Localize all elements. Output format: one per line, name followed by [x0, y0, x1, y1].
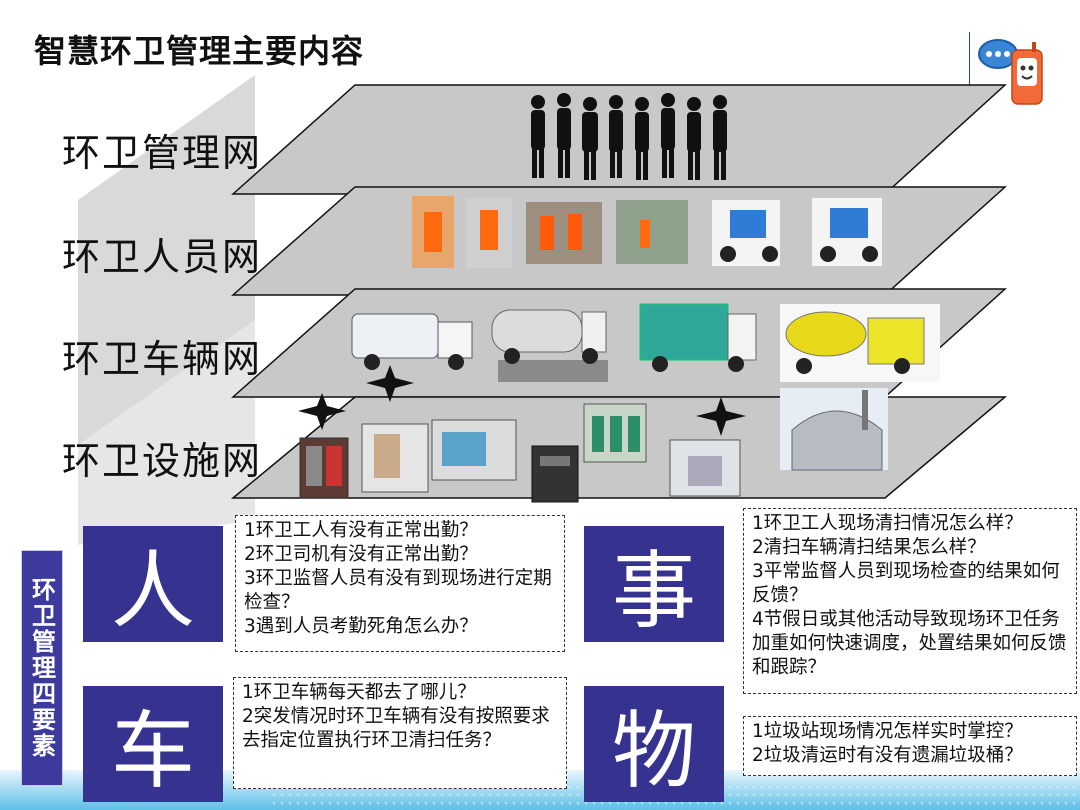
element-char-objects: 物: [612, 684, 696, 805]
element-char-events: 事: [612, 524, 696, 645]
side-label: 环卫管理四要素: [25, 577, 60, 759]
question-item: 1垃圾站现场情况怎样实时掌控？: [752, 720, 1068, 744]
question-item: 2环卫司机有没有正常出勤？: [244, 543, 556, 567]
question-item: 1环卫车辆每天都去了哪儿？: [242, 681, 558, 705]
question-item: 3环卫监督人员有没有到现场进行定期检查？: [244, 567, 556, 615]
questions-vehicles: 1环卫车辆每天都去了哪儿？ 2突发情况时环卫车辆有没有按照要求去指定位置执行环卫…: [233, 677, 567, 789]
element-char-people: 人: [111, 524, 195, 645]
element-box-people: 人: [83, 526, 223, 642]
questions-objects: 1垃圾站现场情况怎样实时掌控？ 2垃圾清运时有没有遗漏垃圾桶？: [743, 716, 1077, 776]
layer-label-management: 环卫管理网: [62, 122, 262, 177]
question-item: 2清扫车辆清扫结果怎么样？: [752, 536, 1068, 560]
question-item: 2突发情况时环卫车辆有没有按照要求去指定位置执行环卫清扫任务？: [242, 705, 558, 753]
layer-label-personnel: 环卫人员网: [62, 226, 262, 281]
question-item: 3平常监督人员到现场检查的结果如何反馈？: [752, 560, 1068, 608]
question-item: 1环卫工人有没有正常出勤？: [244, 519, 556, 543]
element-box-objects: 物: [584, 686, 724, 802]
element-box-vehicles: 车: [83, 686, 223, 802]
question-item: 3遇到人员考勤死角怎么办？: [244, 615, 556, 639]
element-box-events: 事: [584, 526, 724, 642]
question-item: 2垃圾清运时有没有遗漏垃圾桶？: [752, 744, 1068, 768]
questions-people: 1环卫工人有没有正常出勤？ 2环卫司机有没有正常出勤？ 3环卫监督人员有没有到现…: [235, 515, 565, 652]
side-label-box: 环卫管理四要素: [21, 550, 63, 786]
layer-label-facilities: 环卫设施网: [62, 430, 262, 485]
question-item: 4节假日或其他活动导致现场环卫任务加重如何快速调度，处置结果如何反馈和跟踪？: [752, 608, 1068, 680]
element-char-vehicles: 车: [111, 684, 195, 805]
layer-label-vehicles: 环卫车辆网: [62, 328, 262, 383]
questions-events: 1环卫工人现场清扫情况怎么样？ 2清扫车辆清扫结果怎么样？ 3平常监督人员到现场…: [743, 508, 1077, 694]
question-item: 1环卫工人现场清扫情况怎么样？: [752, 512, 1068, 536]
